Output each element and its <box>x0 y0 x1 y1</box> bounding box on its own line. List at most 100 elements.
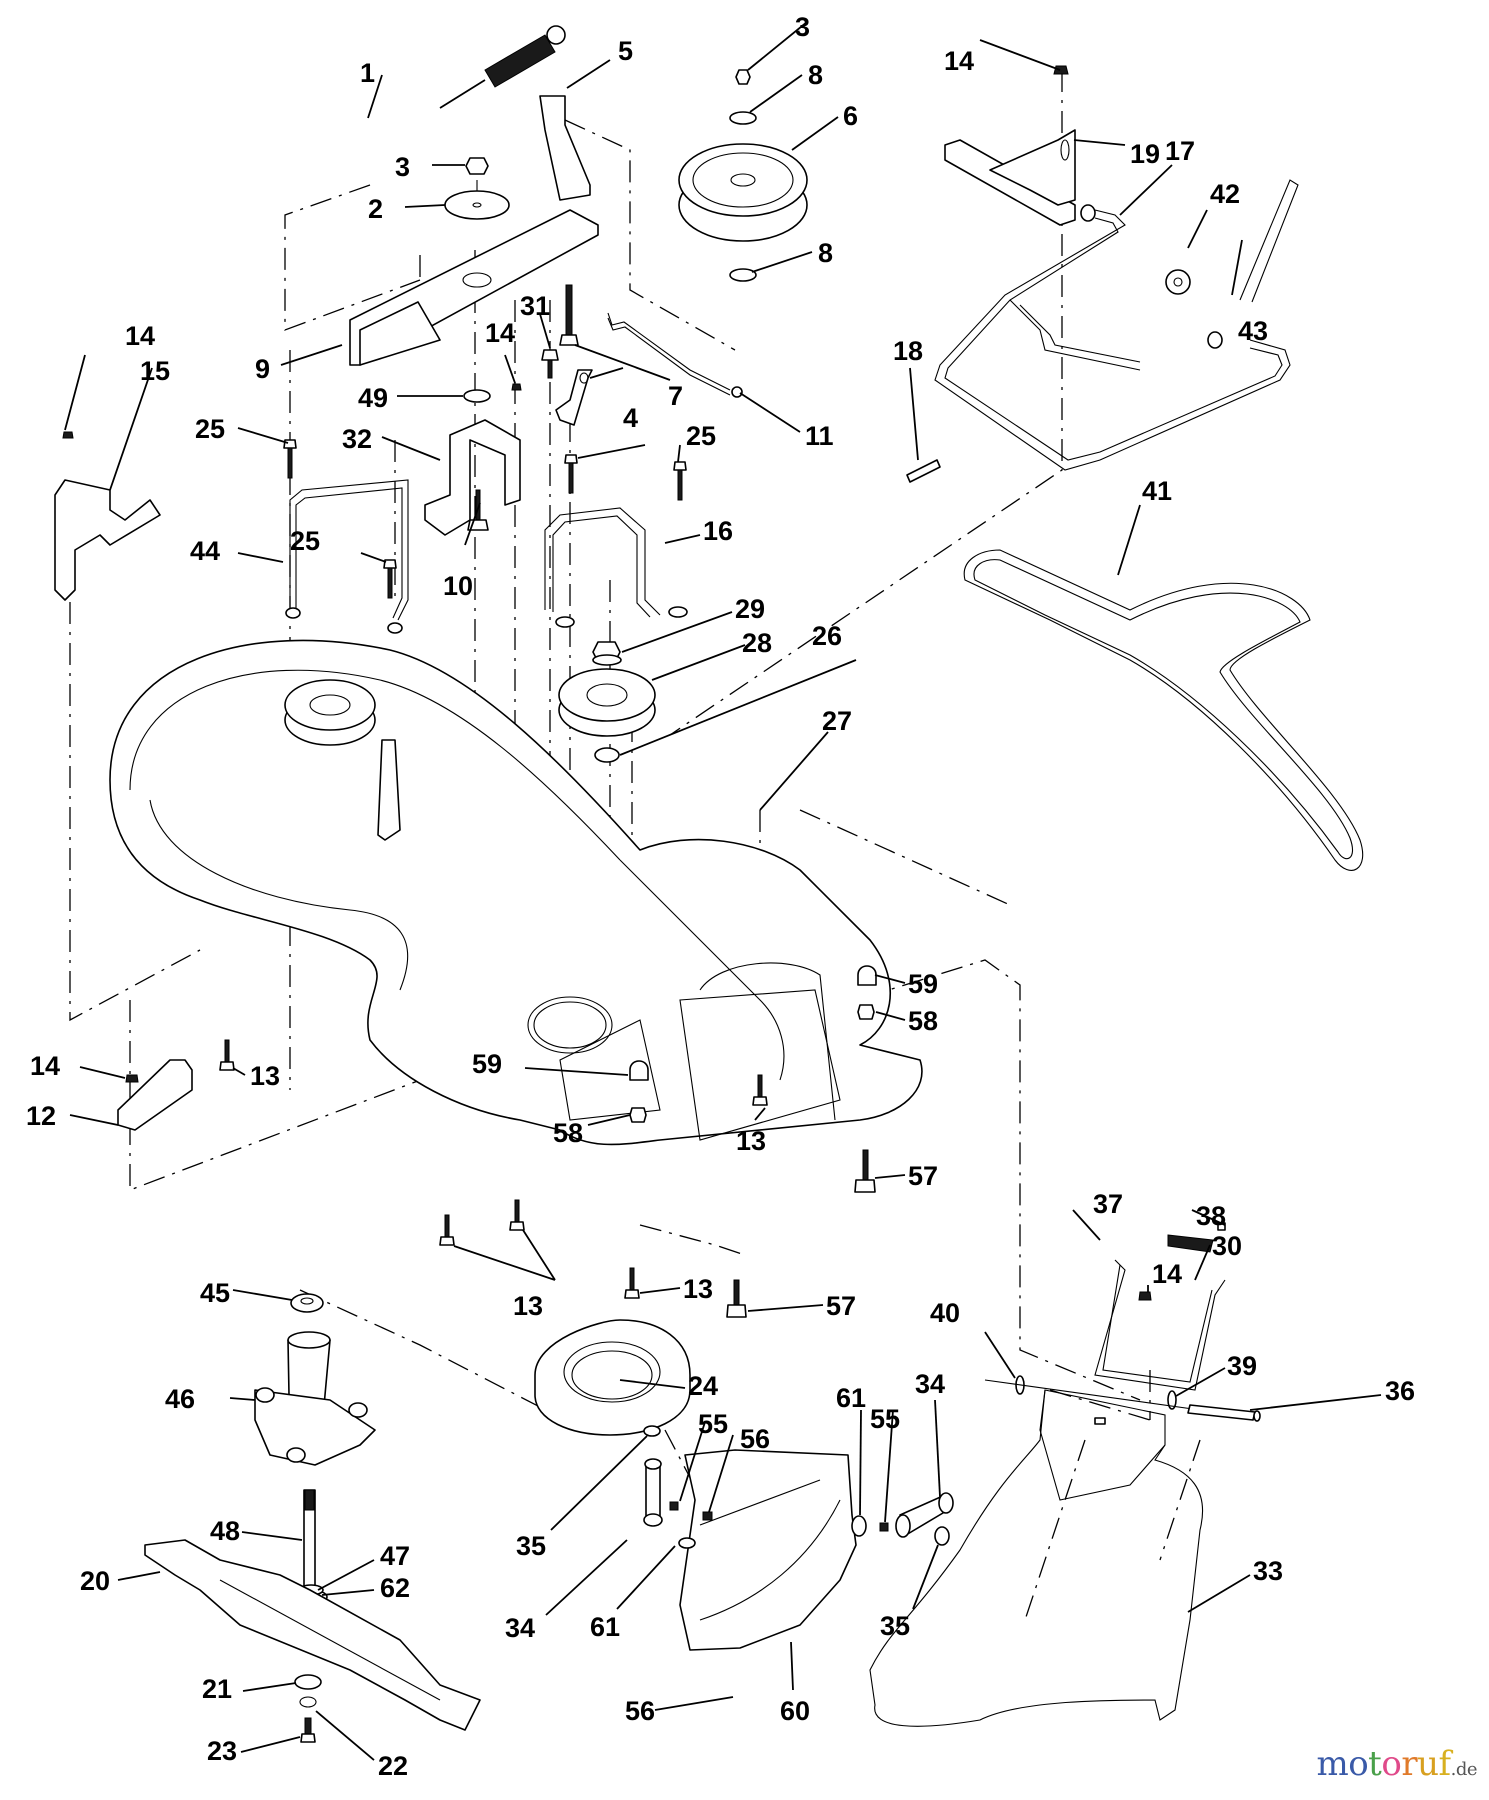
callout-22: 22 <box>378 1751 408 1781</box>
callout-43: 43 <box>1238 316 1268 346</box>
callout-3: 3 <box>395 152 410 182</box>
bolts-and-guard-44 <box>283 439 409 634</box>
callout-45: 45 <box>200 1278 230 1308</box>
callout-14-chute: 14 <box>1152 1259 1182 1289</box>
callout-49: 49 <box>358 383 388 413</box>
front-bracket-part <box>944 65 1076 226</box>
link-hardware-right <box>851 1492 954 1546</box>
callout-14-center: 14 <box>485 318 515 348</box>
blade-part <box>144 1539 481 1731</box>
callout-8-lower: 8 <box>818 238 833 268</box>
motoruf-watermark: motoruf.de <box>1316 1744 1477 1784</box>
hanger-bracket-12 <box>117 1059 193 1131</box>
callout-13-under: 13 <box>683 1274 713 1304</box>
callout-34-right: 34 <box>915 1369 945 1399</box>
bolts-and-guard-16 <box>544 454 688 628</box>
callout-59-right: 59 <box>908 969 938 999</box>
callout-56-upper: 56 <box>740 1424 770 1454</box>
callout-13-left: 13 <box>250 1061 280 1091</box>
callout-55-left: 55 <box>698 1409 728 1439</box>
pulley-cover-part <box>534 1319 691 1436</box>
watermark-letter: r <box>1401 1744 1418 1784</box>
callout-17: 17 <box>1165 136 1195 166</box>
callout-labels: 1 3 2 5 3 8 6 8 9 7 4 31 14 49 32 11 14 … <box>26 12 1415 1781</box>
callout-15: 15 <box>140 356 170 386</box>
callout-9: 9 <box>255 354 270 384</box>
callout-35-left: 35 <box>516 1531 546 1561</box>
callout-14-lower: 14 <box>30 1051 60 1081</box>
callout-55-right: 55 <box>870 1404 900 1434</box>
callout-21: 21 <box>202 1674 232 1704</box>
callout-42: 42 <box>1210 179 1240 209</box>
callout-13-bottom: 13 <box>513 1291 543 1321</box>
callout-28: 28 <box>742 628 772 658</box>
callout-1: 1 <box>360 58 375 88</box>
callout-58-right: 58 <box>908 1006 938 1036</box>
callout-27: 27 <box>822 706 852 736</box>
callout-56-lower: 56 <box>625 1696 655 1726</box>
callout-5: 5 <box>618 36 633 66</box>
callout-58-center: 58 <box>553 1118 583 1148</box>
watermark-tld: .de <box>1450 1759 1478 1780</box>
idler-bracket-part <box>349 209 599 366</box>
callout-12: 12 <box>26 1101 56 1131</box>
callout-47: 47 <box>380 1541 410 1571</box>
callout-46: 46 <box>165 1384 195 1414</box>
watermark-letter: t <box>1368 1744 1382 1784</box>
nut-washer-stack <box>444 157 510 220</box>
callout-37: 37 <box>1093 1189 1123 1219</box>
belt-part <box>963 549 1364 871</box>
callout-18: 18 <box>893 336 923 366</box>
callout-39: 39 <box>1227 1351 1257 1381</box>
watermark-letter: f <box>1438 1744 1452 1784</box>
callout-2: 2 <box>368 194 383 224</box>
callout-25-mid: 25 <box>290 526 320 556</box>
callout-48: 48 <box>210 1516 240 1546</box>
callout-19: 19 <box>1130 139 1160 169</box>
small-hardware-center <box>463 349 593 426</box>
callout-32: 32 <box>342 424 372 454</box>
callout-62: 62 <box>380 1573 410 1603</box>
callout-10: 10 <box>443 571 473 601</box>
callout-11: 11 <box>805 421 834 451</box>
callout-7: 7 <box>668 381 683 411</box>
callout-38: 38 <box>1196 1201 1226 1231</box>
callout-26: 26 <box>812 621 842 651</box>
leader-lines <box>64 21 1382 1761</box>
blade-hardware <box>294 1674 322 1743</box>
spindle-assembly <box>254 1293 376 1605</box>
callout-8-upper: 8 <box>808 60 823 90</box>
watermark-letter: u <box>1417 1744 1439 1784</box>
callout-35-right: 35 <box>880 1611 910 1641</box>
idler-arm-part <box>539 95 591 201</box>
callout-61-right: 61 <box>836 1383 866 1413</box>
callout-61-left: 61 <box>590 1612 620 1642</box>
callout-20: 20 <box>80 1566 110 1596</box>
callout-3-upper: 3 <box>795 12 810 42</box>
callout-25-right: 25 <box>686 421 716 451</box>
chute-bracket-assembly <box>1094 1222 1226 1391</box>
callout-6: 6 <box>843 101 858 131</box>
callout-4: 4 <box>623 403 638 433</box>
spindle-pulley-stack <box>558 641 656 763</box>
callout-31: 31 <box>520 291 550 321</box>
callout-40: 40 <box>930 1298 960 1328</box>
pin-part <box>906 459 941 483</box>
callout-41: 41 <box>1142 476 1172 506</box>
deflector-part <box>679 1449 857 1651</box>
idler-pulley-part <box>678 69 808 282</box>
bolts-13 <box>219 1039 768 1299</box>
callout-14-top: 14 <box>944 46 974 76</box>
callout-29: 29 <box>735 594 765 624</box>
callout-57-upper: 57 <box>908 1161 938 1191</box>
watermark-letter: o <box>1381 1744 1402 1784</box>
belt-keeper-part <box>424 419 521 536</box>
watermark-letter: m <box>1316 1744 1349 1784</box>
rod-part <box>607 312 743 398</box>
bolt-part <box>559 284 579 346</box>
callout-34-left: 34 <box>505 1613 535 1643</box>
alignment-lines <box>69 70 1201 1621</box>
callout-14-left: 14 <box>125 321 155 351</box>
callout-25-left: 25 <box>195 414 225 444</box>
